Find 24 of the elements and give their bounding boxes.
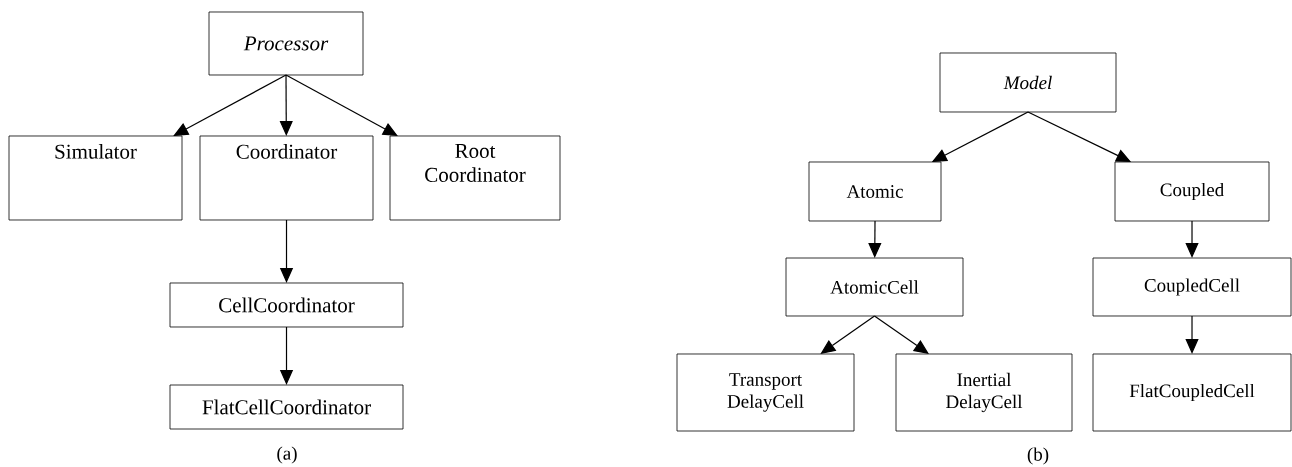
- arrow: [873, 315, 929, 354]
- class-box: FlatCellCoordinator: [169, 384, 404, 430]
- class-box: Atomic: [808, 161, 942, 222]
- figure-caption: (a): [277, 446, 297, 464]
- arrow: [820, 315, 876, 354]
- class-box: CoupledCell: [1092, 257, 1292, 317]
- arrow: [1185, 220, 1199, 258]
- arrow: [285, 74, 398, 136]
- class-box: Root Coordinator: [389, 135, 561, 221]
- arrow: [1185, 315, 1199, 354]
- class-box: Simulator: [8, 135, 183, 221]
- arrow: [279, 74, 293, 136]
- figure-caption: (b): [1027, 447, 1049, 465]
- class-box: Transport DelayCell: [676, 353, 855, 432]
- class-box: Inertial DelayCell: [895, 353, 1073, 432]
- arrow: [173, 74, 287, 136]
- arrow: [868, 220, 882, 258]
- class-box: Model: [939, 52, 1117, 113]
- class-box: FlatCoupledCell: [1092, 353, 1292, 432]
- class-box: Coupled: [1114, 161, 1270, 222]
- class-box: Coordinator: [199, 135, 374, 221]
- class-box: Processor: [208, 11, 364, 76]
- class-box: CellCoordinator: [169, 282, 404, 328]
- class-box: AtomicCell: [785, 257, 964, 317]
